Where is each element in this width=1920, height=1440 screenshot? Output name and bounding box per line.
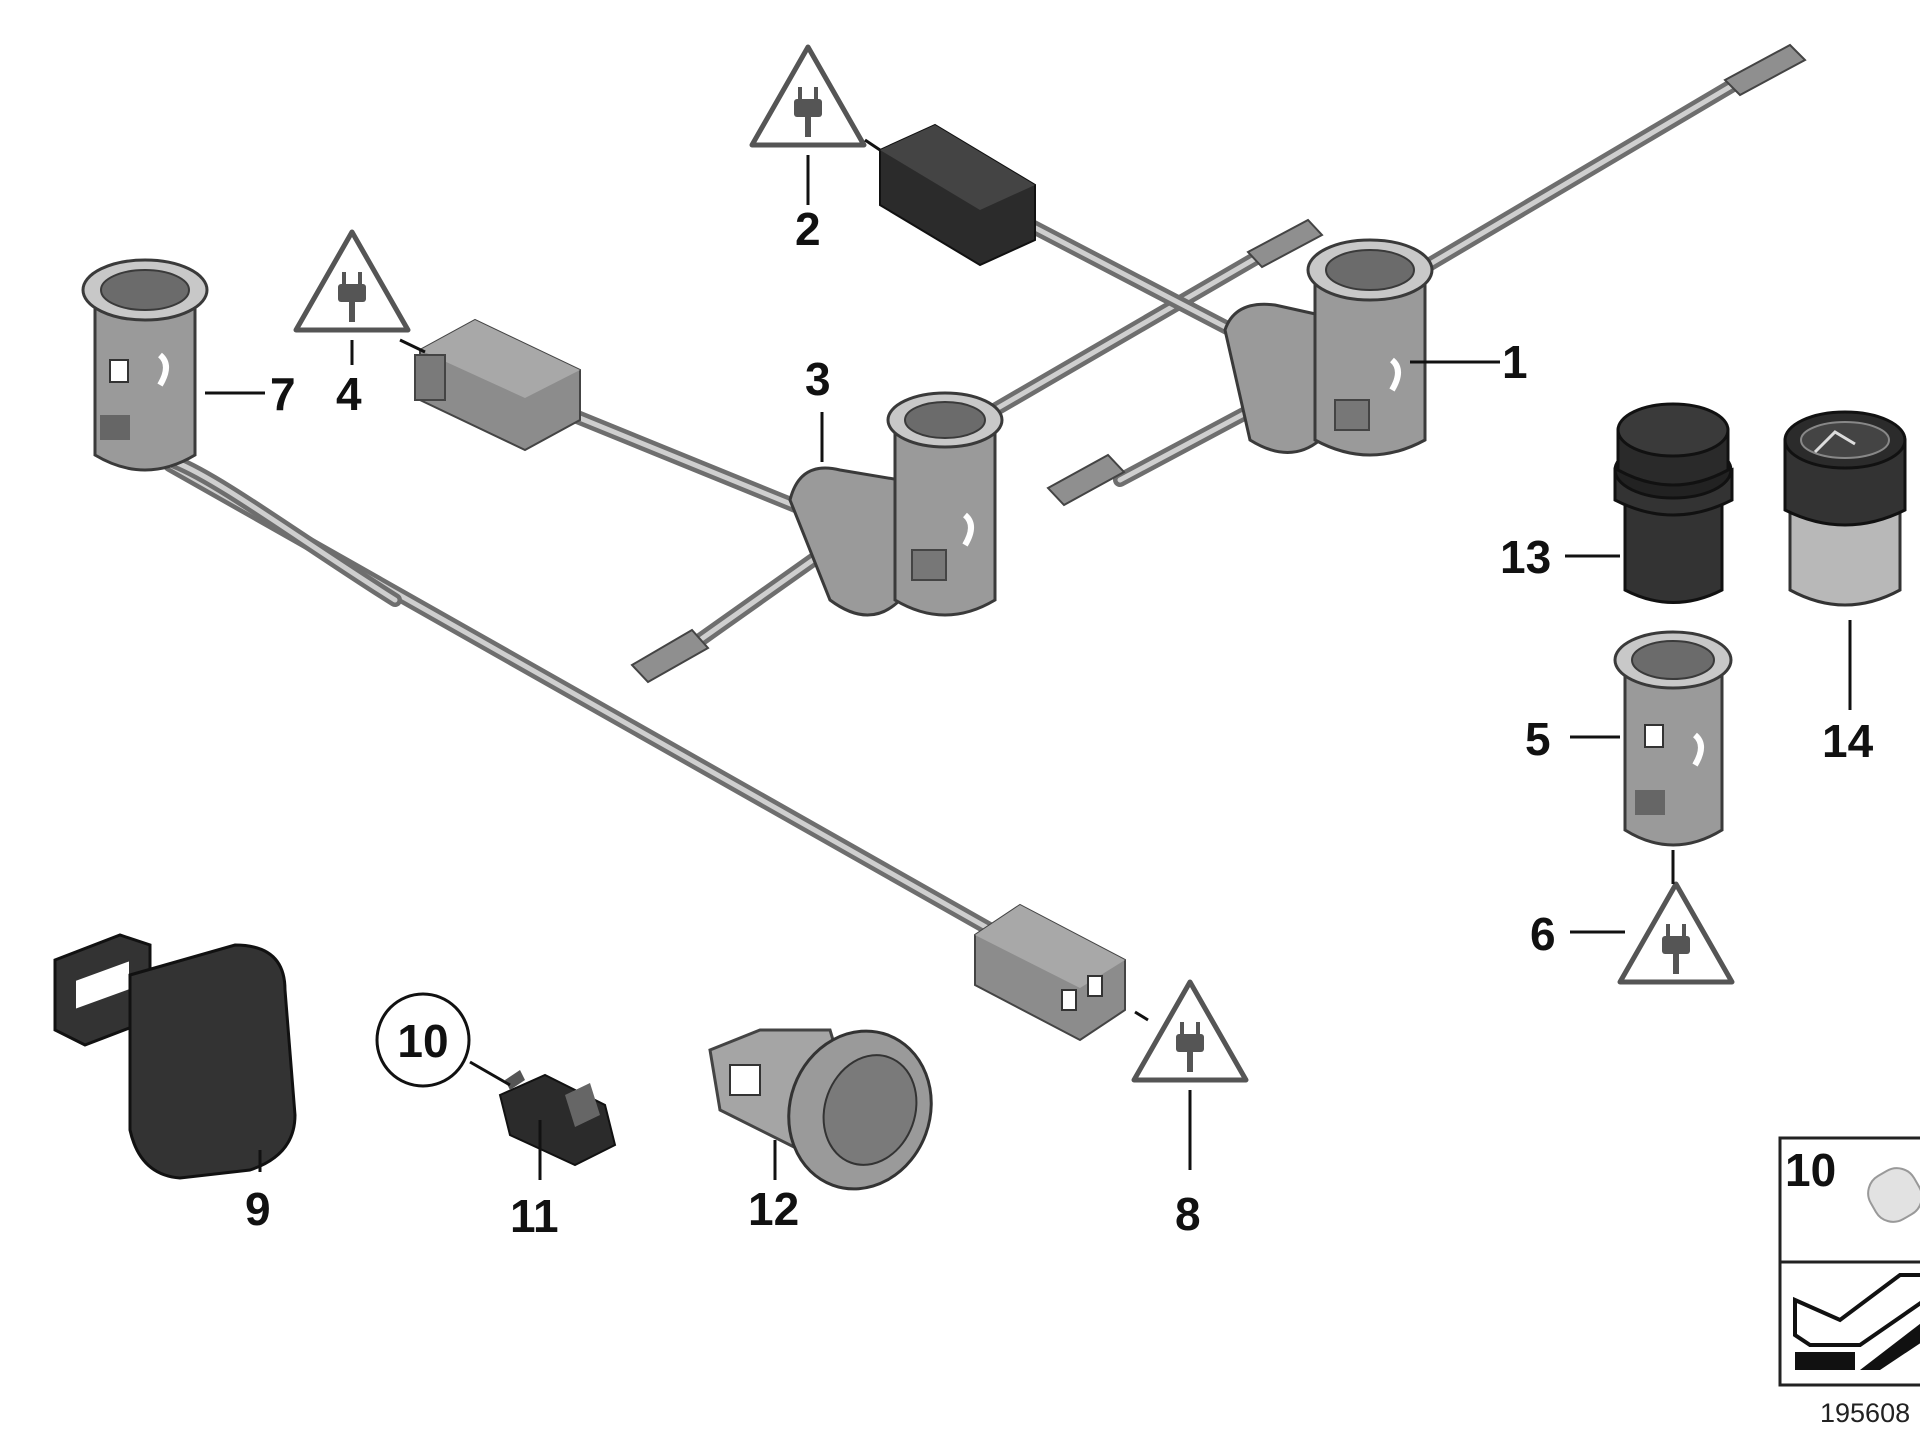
socket-7: [81, 258, 209, 472]
terminal-tabs: [630, 43, 1807, 684]
document-number: 195608: [1820, 1398, 1910, 1428]
legend-box: 10: [1778, 1136, 1920, 1387]
callout-14: 14: [1822, 715, 1874, 767]
leader-lines: [205, 138, 1852, 1180]
callout-labels: 1 2 3 4 5 6 7 8 9 10 11 12 13 14: [245, 203, 1874, 1242]
cigarette-lighter-14: [1783, 410, 1907, 607]
callout-8: 8: [1175, 1188, 1201, 1240]
connector-2: [879, 123, 1036, 267]
socket-3: [788, 391, 1004, 617]
socket-1: [1223, 238, 1434, 457]
lighter-cap-13: [1613, 402, 1734, 604]
wiring-harness-main: [163, 68, 1757, 942]
callout-10-circle: [375, 992, 471, 1088]
socket-5: [1613, 630, 1733, 847]
electrical-plug-warning-icon: [1131, 979, 1249, 1083]
callout-13: 13: [1500, 531, 1551, 583]
callout-1: 1: [1502, 336, 1528, 388]
callout-9: 9: [245, 1183, 271, 1235]
connector-8: [974, 903, 1126, 1042]
holder-cap-9: [53, 933, 297, 1180]
legend-number: 10: [1785, 1144, 1836, 1196]
callout-5: 5: [1525, 713, 1551, 765]
electrical-plug-warning-icon: [293, 229, 411, 333]
socket-bezel-12: [708, 1028, 933, 1191]
callout-4: 4: [336, 368, 362, 420]
callout-12: 12: [748, 1183, 799, 1235]
callout-7: 7: [270, 368, 296, 420]
connector-4: [414, 318, 581, 452]
callout-3: 3: [805, 353, 831, 405]
arrow-pointer-icon: [1793, 1273, 1920, 1370]
callout-11: 11: [510, 1190, 559, 1242]
plug-connector-11: [498, 1070, 617, 1167]
pin-icon: [1867, 1167, 1920, 1223]
callout-6: 6: [1530, 908, 1556, 960]
electrical-plug-warning-icon: [749, 44, 867, 148]
callout-10: 10: [397, 1015, 448, 1067]
callout-2: 2: [795, 203, 821, 255]
electrical-plug-warning-icon: [1617, 881, 1735, 985]
